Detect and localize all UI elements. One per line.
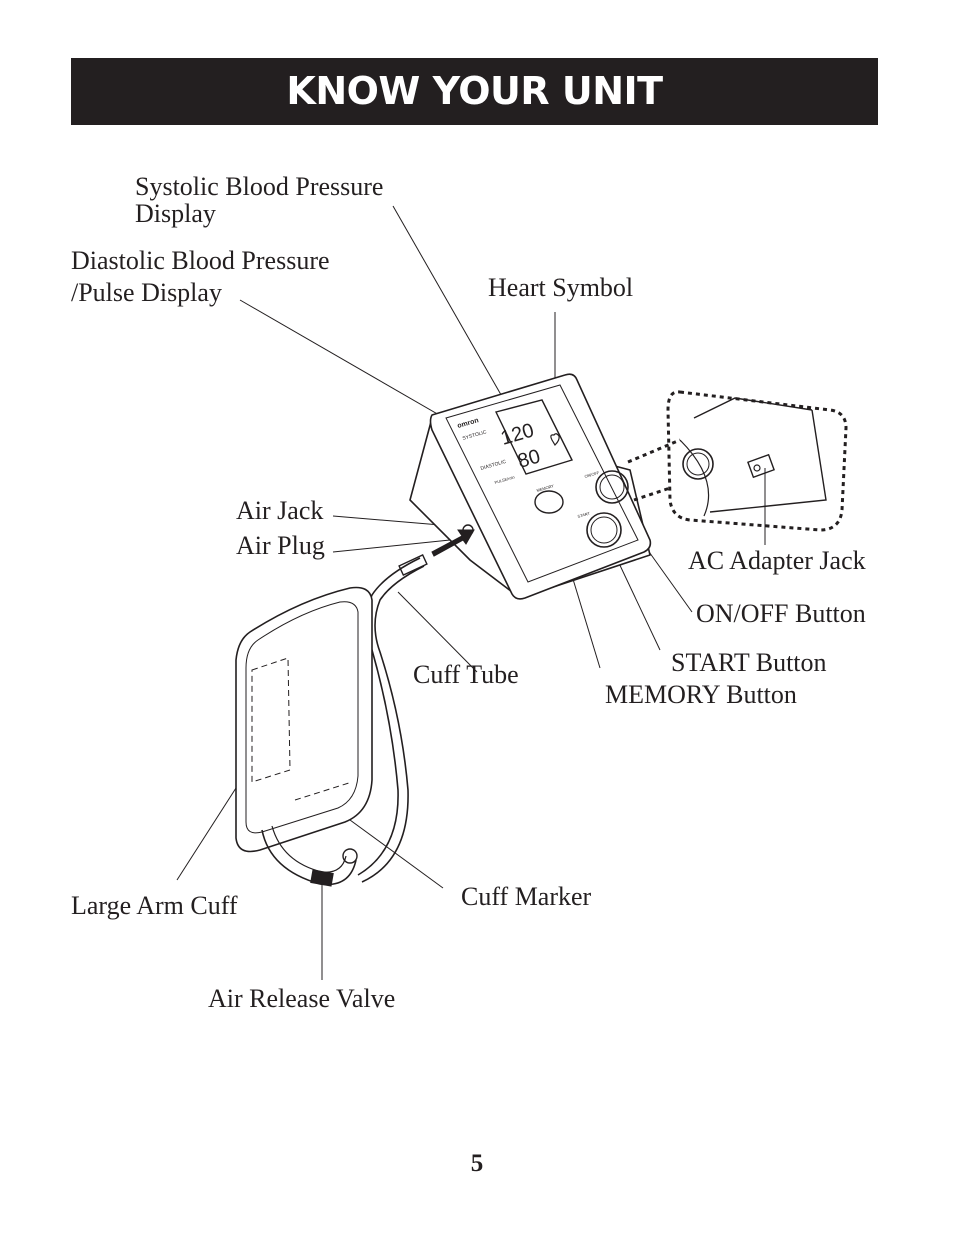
- cuff-tube: [357, 557, 421, 876]
- label-air-release-valve: Air Release Valve: [208, 984, 396, 1013]
- start-button-inner: [590, 516, 618, 544]
- label-ac-adapter-jack: AC Adapter Jack: [688, 546, 866, 575]
- ac-adapter-inset: [666, 390, 848, 532]
- on-off-button-inner: [599, 474, 625, 500]
- inset-on-off-button-inner: [686, 452, 710, 476]
- label-diastolic-line2: /Pulse Display: [71, 278, 222, 307]
- label-start-button: START Button: [671, 648, 827, 677]
- on-off-button: [595, 470, 629, 504]
- cuff-body: [235, 586, 373, 853]
- tube-connector: [398, 554, 428, 576]
- air-release-valve: [310, 869, 334, 887]
- air-plug-arrow: [431, 529, 475, 557]
- inset-connector-top: [627, 438, 681, 464]
- label-memory-button: MEMORY Button: [605, 680, 797, 709]
- ac-adapter-jack-hole: [753, 464, 761, 472]
- memory-button: [534, 490, 564, 514]
- inset-unit-top: [693, 397, 813, 419]
- inset-on-off-button: [682, 448, 714, 480]
- leader-cuff-tube: [397, 591, 478, 673]
- label-cuff-marker: Cuff Marker: [461, 882, 592, 911]
- leader-cuff-marker: [349, 819, 444, 889]
- label-heart-symbol: Heart Symbol: [488, 273, 634, 302]
- monitor-face-inner: [445, 384, 639, 583]
- lcd-screen: [494, 399, 573, 475]
- cuff-marker: [342, 848, 358, 864]
- device-on-off-label: ON/OFF: [584, 470, 600, 479]
- start-button: [586, 512, 622, 548]
- inset-connector-bottom: [633, 486, 671, 502]
- device-start-label: START: [577, 510, 591, 518]
- label-systolic-line1: Systolic Blood Pressure: [135, 172, 384, 201]
- page-title: KNOW YOUR UNIT: [286, 69, 663, 113]
- heart-symbol: [550, 433, 560, 446]
- label-diastolic-line1: Diastolic Blood Pressure: [71, 246, 330, 275]
- label-systolic-line2: Display: [135, 199, 216, 228]
- device-pulse-label: PULSE/min: [494, 474, 515, 485]
- label-air-jack: Air Jack: [236, 496, 324, 525]
- label-cuff-tube: Cuff Tube: [413, 660, 519, 689]
- device-memory-label: MEMORY: [536, 483, 555, 493]
- leader-air-plug: [332, 539, 451, 553]
- ac-adapter-jack: [747, 453, 775, 479]
- cuff-dashed-panel: [251, 657, 291, 783]
- title-banner: KNOW YOUR UNIT: [71, 58, 878, 125]
- inset-unit-front: [679, 439, 710, 517]
- cuff-inner-edge: [245, 601, 359, 834]
- monitor-face: [429, 373, 652, 600]
- leader-systolic: [392, 205, 521, 429]
- arm-cuff: [235, 586, 373, 887]
- label-air-plug: Air Plug: [236, 531, 325, 560]
- label-on-off-button: ON/OFF Button: [696, 599, 866, 628]
- inset-border: [666, 390, 848, 532]
- page-number: 5: [470, 1150, 484, 1177]
- cuff-tube-outer: [361, 565, 425, 883]
- monitor-unit: [409, 373, 652, 600]
- label-large-arm-cuff: Large Arm Cuff: [71, 891, 238, 920]
- inset-unit-side: [709, 409, 827, 513]
